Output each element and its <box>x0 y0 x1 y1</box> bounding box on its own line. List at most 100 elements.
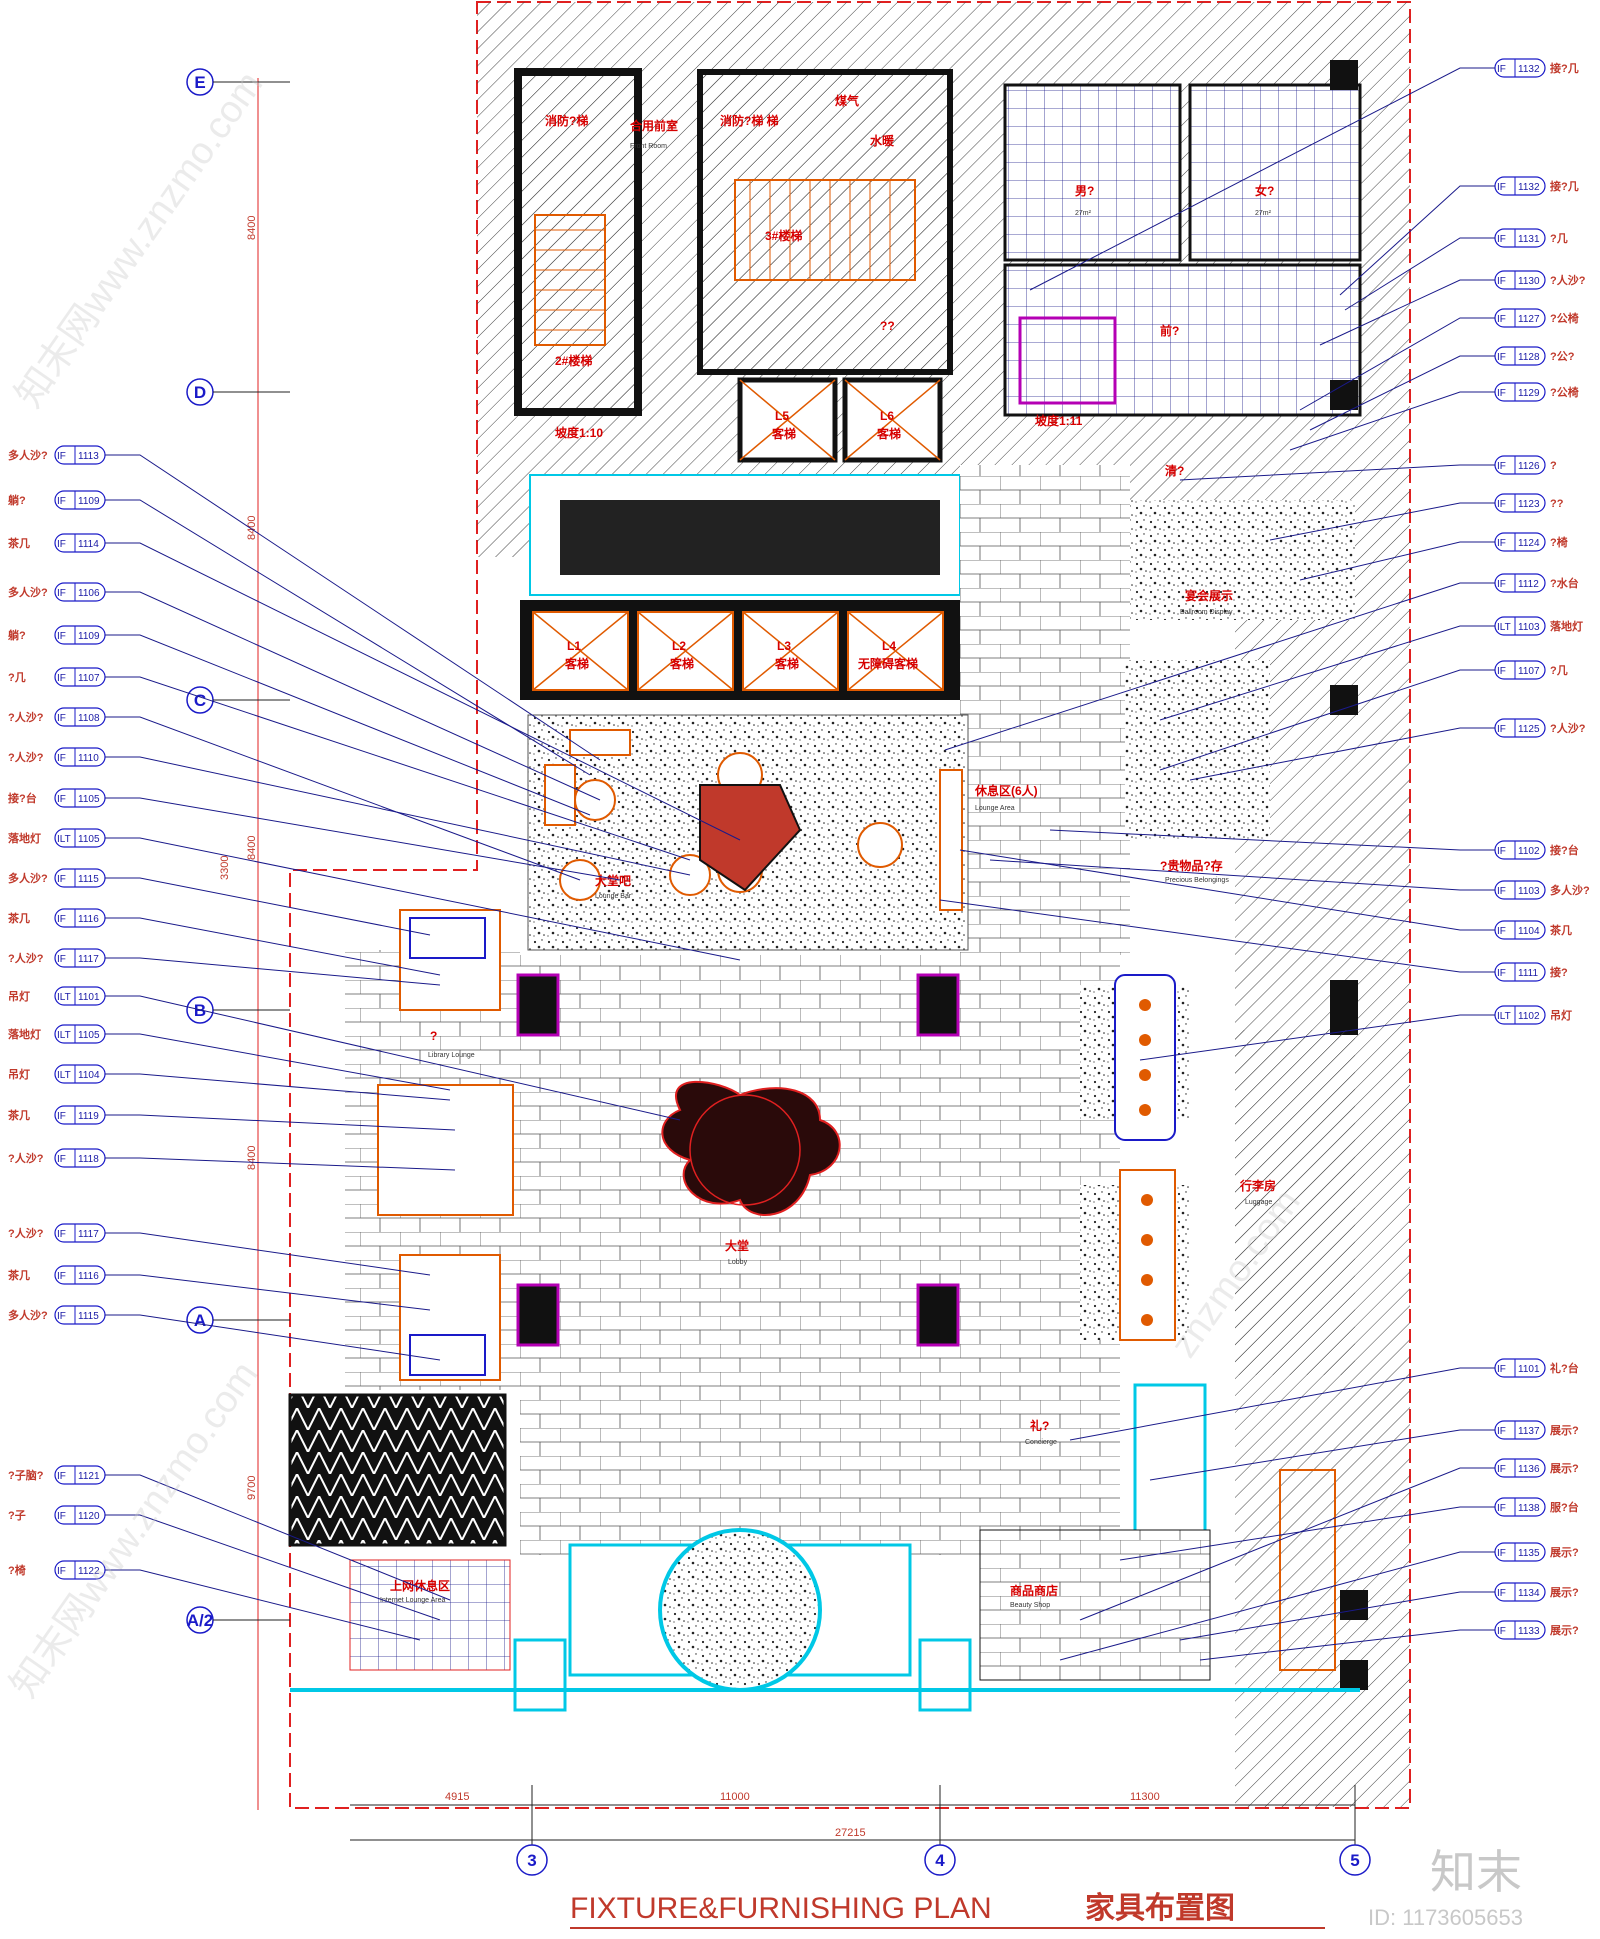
callout-code: IF <box>57 673 66 684</box>
stair-2 <box>534 214 606 346</box>
slope-note: 坡度1:11 <box>1035 413 1083 428</box>
callout-code: IF <box>57 1111 66 1122</box>
callout-label: 接?几 <box>1550 61 1579 75</box>
stair-3 <box>734 179 916 281</box>
room-sublabel: Concierge <box>1025 1439 1057 1446</box>
callout-number: 1105 <box>78 1030 100 1041</box>
room-labels: 消防?梯 合用前室 Front Room 消防?梯 梯 煤气 水暖 男? 27m… <box>380 93 1276 1609</box>
room-label: 男? <box>1075 184 1094 198</box>
callout-number: 1132 <box>1518 64 1540 75</box>
callout-code: IF <box>57 1271 66 1282</box>
svg-text:E: E <box>194 73 205 92</box>
callout-code: IF <box>57 914 66 925</box>
svg-text:5: 5 <box>1350 1851 1359 1870</box>
elevator-label: 客梯 <box>771 426 796 441</box>
callout-number: 1104 <box>1518 926 1540 937</box>
callout-number: 1109 <box>78 496 100 507</box>
lift-lobby-floor <box>560 500 940 575</box>
room-label: ?贵物品?存 <box>1160 858 1223 873</box>
room-label: ? <box>430 1029 437 1043</box>
stair-4 <box>1279 1469 1336 1671</box>
callout-code: IF <box>1497 538 1506 549</box>
callout-label: ?子脑? <box>8 1468 44 1482</box>
svg-text:A: A <box>194 1311 206 1330</box>
room-sublabel: 27m² <box>1075 210 1092 217</box>
room-label: 水暖 <box>870 133 895 148</box>
callout-tag: IF 1132 接?几 <box>1029 58 1579 291</box>
callout-number: 1120 <box>78 1511 100 1522</box>
callout-label: 落地灯 <box>8 831 41 845</box>
callout-label: 落地灯 <box>1550 619 1583 633</box>
concierge <box>1133 1383 1207 1542</box>
callout-number: 1106 <box>78 588 100 599</box>
callout-number: 1108 <box>78 713 100 724</box>
callout-number: 1125 <box>1518 724 1540 735</box>
callout-code: IF <box>1497 886 1506 897</box>
internet-lounge <box>349 1559 511 1671</box>
callout-code: ILT <box>57 992 71 1003</box>
room-label: 合用前室 <box>630 118 678 133</box>
svg-text:知末: 知末 <box>1430 1846 1522 1898</box>
elevator-id: L1 <box>567 639 581 653</box>
callout-code: IF <box>57 588 66 599</box>
callout-number: 1118 <box>78 1154 99 1165</box>
elevator-label: 客梯 <box>669 656 694 671</box>
callout-code: IF <box>1497 666 1506 677</box>
room-sublabel: Library Lounge <box>428 1052 475 1059</box>
elevator-id: L4 <box>882 639 896 653</box>
columns <box>516 973 960 1347</box>
callout-code: ILT <box>57 1070 71 1081</box>
grid-bubble-c: C <box>186 686 290 714</box>
callout-label: ?几 <box>8 671 26 684</box>
callout-label: 礼?台 <box>1550 1361 1579 1375</box>
svg-text:27215: 27215 <box>835 1827 866 1839</box>
callout-code: ILT <box>57 1030 71 1041</box>
callout-code: IF <box>1497 388 1506 399</box>
callout-number: 1101 <box>1518 1364 1540 1375</box>
callout-number: 1113 <box>78 451 99 462</box>
room-sublabel: Lounge Bar <box>595 893 632 900</box>
room-label: 女? <box>1255 183 1274 198</box>
callout-number: 1117 <box>78 1229 99 1240</box>
callout-number: 1128 <box>1518 352 1540 363</box>
horizontal-dimensions: 4915 11000 11300 27215 <box>445 1791 1160 1839</box>
callout-code: IF <box>1497 724 1506 735</box>
callout-code: IF <box>57 1511 66 1522</box>
room-sublabel: Front Room <box>630 143 667 150</box>
callout-code: IF <box>1497 1503 1506 1514</box>
room-label: 休息区(6人) <box>974 783 1038 798</box>
callout-label: ?子 <box>8 1509 26 1522</box>
callout-label: 茶几 <box>7 1108 30 1122</box>
callout-label: 展示? <box>1549 1546 1579 1559</box>
callout-number: 1103 <box>1518 622 1540 633</box>
callout-code: ILT <box>1497 1011 1511 1022</box>
callout-label: 吊灯 <box>1550 1008 1572 1022</box>
west-store <box>288 1393 507 1547</box>
restroom-lobby <box>1003 263 1362 417</box>
grid-bubble-d: D <box>186 378 290 406</box>
svg-text:知末网www.znzmo.com: 知末网www.znzmo.com <box>3 1354 266 1705</box>
callout-code: IF <box>1497 1588 1506 1599</box>
callout-code: IF <box>57 451 66 462</box>
svg-text:11300: 11300 <box>1130 1791 1160 1803</box>
callout-code: IF <box>1497 64 1506 75</box>
svg-text:B: B <box>194 1001 206 1020</box>
